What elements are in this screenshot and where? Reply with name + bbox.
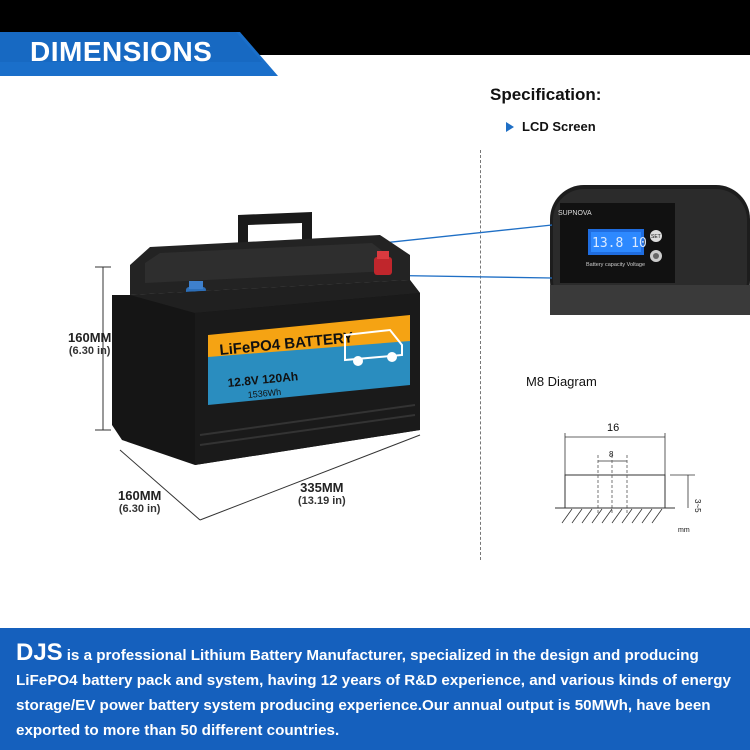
m8-diagram-title: M8 Diagram bbox=[526, 374, 597, 389]
lcd-screen-label: LCD Screen bbox=[522, 119, 596, 134]
m8-inner-dim: 8 bbox=[609, 450, 614, 459]
lcd-zoom-image: SUPNOVA 13.8 10 SET Battery capacity Vol… bbox=[550, 185, 750, 315]
width-dimension: 160MM (6.30 in) bbox=[118, 488, 162, 515]
height-dimension: 160MM (6.30 in) bbox=[68, 330, 112, 357]
battery-rating: 12.8V 120Ah bbox=[227, 369, 299, 390]
company-text: is a professional Lithium Battery Manufa… bbox=[16, 647, 731, 739]
battery-energy: 1536Wh bbox=[247, 387, 281, 400]
play-arrow-icon bbox=[506, 122, 514, 132]
divider bbox=[480, 150, 481, 560]
lcd-set: SET bbox=[651, 234, 661, 240]
footer-band bbox=[0, 628, 750, 750]
m8-unit: mm bbox=[678, 527, 690, 534]
svg-text:13.8 10: 13.8 10 bbox=[592, 236, 647, 251]
lcd-caption: Battery capacity Voltage bbox=[586, 262, 645, 268]
lcd-brand: SUPNOVA bbox=[558, 210, 592, 217]
spec-title: Specification: bbox=[490, 85, 602, 104]
m8-outer-dim: 16 bbox=[607, 422, 619, 434]
banner-shape bbox=[0, 32, 278, 76]
banner-title: DIMENSIONS bbox=[30, 36, 213, 67]
brand-name: DJS bbox=[16, 639, 63, 666]
m8-diagram: 16 8 3~5 mm bbox=[555, 422, 702, 534]
battery-image: LiFePO4 BATTERY 12.8V 120Ah 1536Wh bbox=[95, 212, 421, 521]
m8-depth-dim: 3~5 bbox=[693, 499, 702, 513]
length-dimension: 335MM (13.19 in) bbox=[298, 480, 346, 507]
